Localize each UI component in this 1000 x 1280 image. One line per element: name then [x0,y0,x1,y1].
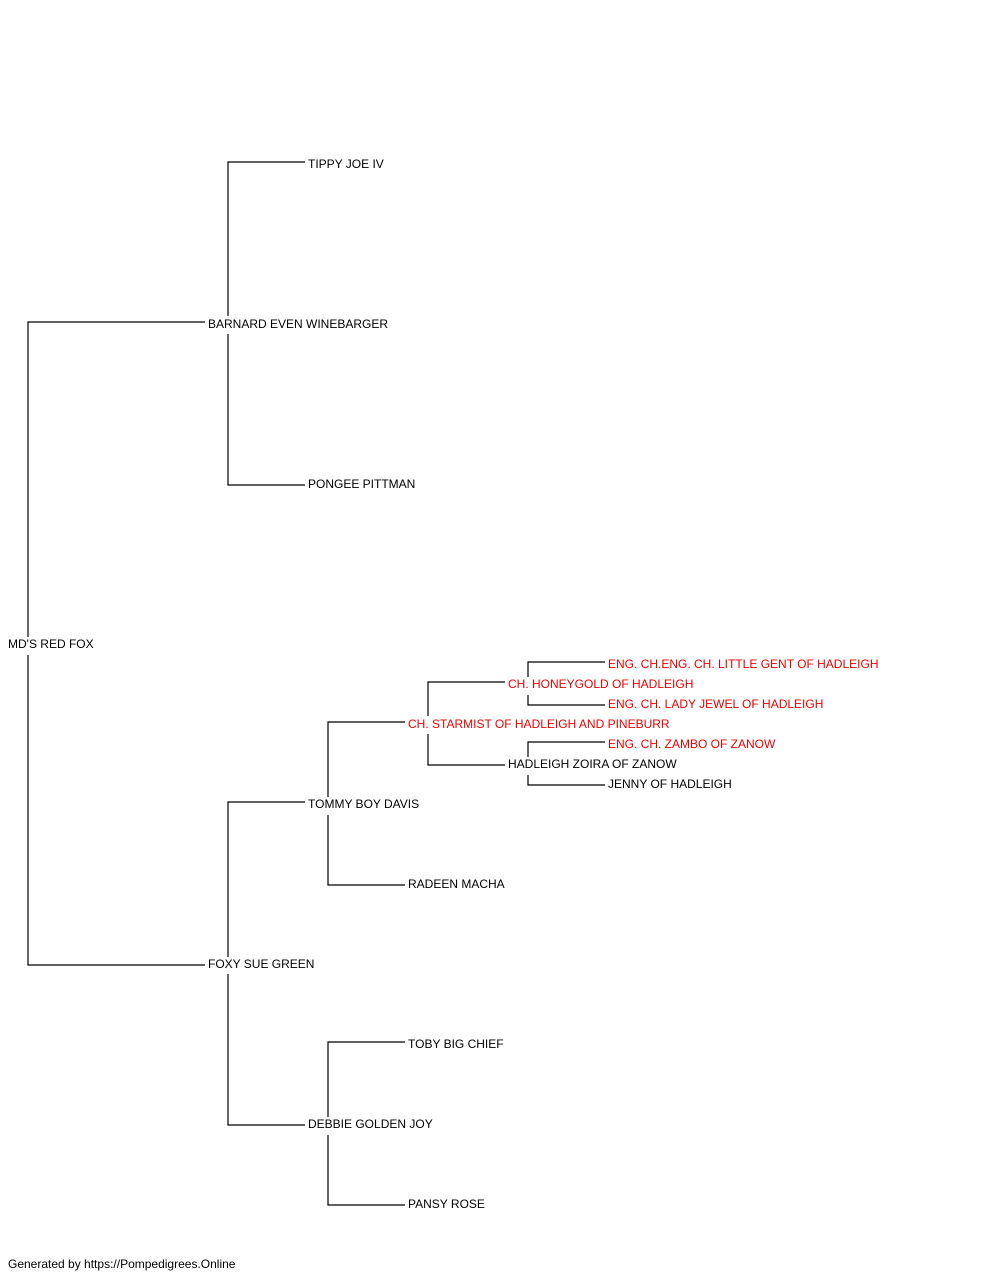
dog-dam-dam-dam: PANSY ROSE [408,1197,485,1211]
connector-tommy-sire [327,721,405,797]
dog-zoira: HADLEIGH ZOIRA OF ZANOW [508,757,677,771]
connector-debbie-dam [327,1135,405,1206]
connector-foxy-dam [227,974,305,1126]
connector-subject-dam [27,655,205,966]
connector-barnard-sire [227,161,305,316]
dog-sire-sire: TIPPY JOE IV [308,157,384,171]
dog-sire: BARNARD EVEN WINEBARGER [208,317,389,331]
generated-by-footer: Generated by https://Pompedigrees.Online [8,1257,236,1271]
dog-dam: FOXY SUE GREEN [208,957,315,971]
dog-little-gent: ENG. CH.ENG. CH. LITTLE GENT OF HADLEIGH [608,657,879,671]
connector-subject-sire [27,321,205,637]
dog-dam-dam-sire: TOBY BIG CHIEF [408,1037,504,1051]
dog-sire-dam: PONGEE PITTMAN [308,477,416,491]
dog-dam-sire-dam: RADEEN MACHA [408,877,505,891]
connector-honeygold-dam [527,695,605,706]
dog-dam-sire: TOMMY BOY DAVIS [308,797,420,811]
connector-barnard-dam [227,334,305,486]
connector-tommy-dam [327,815,405,886]
dog-zambo: ENG. CH. ZAMBO OF ZANOW [608,737,776,751]
connector-zoira-sire [527,741,605,757]
pedigree-connector-lines [27,161,605,1206]
connector-zoira-dam [527,775,605,786]
connector-debbie-sire [327,1041,405,1117]
dog-subject: MD'S RED FOX [8,637,94,651]
dog-dam-dam: DEBBIE GOLDEN JOY [308,1117,433,1131]
connector-starmist-sire [427,681,505,716]
connector-foxy-sire [227,801,305,957]
connector-starmist-dam [427,734,505,766]
connector-honeygold-sire [527,661,605,677]
dog-jenny: JENNY OF HADLEIGH [608,777,732,791]
dog-honeygold: CH. HONEYGOLD OF HADLEIGH [508,677,694,691]
dog-lady-jewel: ENG. CH. LADY JEWEL OF HADLEIGH [608,697,824,711]
dog-dam-sire-sire: CH. STARMIST OF HADLEIGH AND PINEBURR [408,717,670,731]
